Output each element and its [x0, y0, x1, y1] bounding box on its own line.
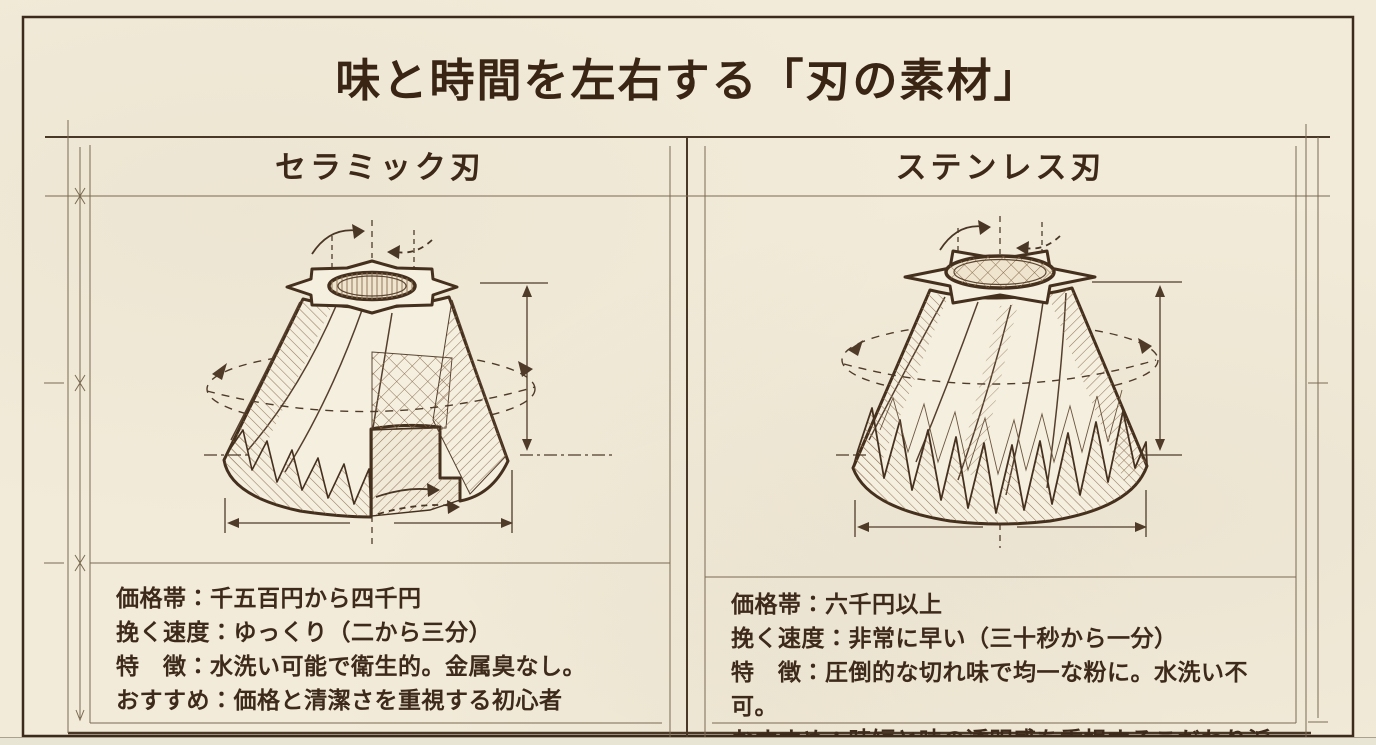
spec-line-price: 価格帯：千五百円から四千円 — [116, 586, 422, 611]
stainless-inner-teeth — [879, 389, 1123, 476]
spec-line-price: 価格帯：六千円以上 — [731, 592, 943, 617]
rotation-arrowhead-icon — [352, 224, 365, 239]
spec-line-speed: 挽く速度：非常に早い（三十秒から一分） — [731, 626, 1178, 651]
ceramic-hole-hatch — [329, 272, 415, 300]
ceramic-rotation-front-arc — [206, 386, 536, 413]
ceramic-dimension-lines — [204, 282, 612, 533]
rotation-arrowhead-icon — [1138, 338, 1152, 354]
dimension-arrowhead-icon — [501, 518, 513, 528]
rotation-arrowhead-icon — [387, 245, 400, 259]
rotation-arrowhead-icon — [427, 483, 440, 497]
frame-lines — [21, 15, 1355, 745]
page-title: 味と時間を左右する「刃の素材」 — [335, 56, 1041, 106]
stainless-rotation-front-arc — [843, 359, 1157, 385]
dimension-arrowhead-icon — [522, 439, 532, 451]
dimension-arrowhead-icon — [522, 285, 532, 297]
rotation-arrowhead-icon — [1016, 241, 1029, 255]
rotation-arrowhead-icon — [447, 500, 460, 514]
spec-line-recommendation: おすすめ：価格と清潔さを重視する初心者 — [116, 688, 563, 713]
rotation-arrowhead-icon — [518, 361, 533, 377]
column-header-stainless: ステンレス刃 — [895, 150, 1106, 185]
dimension-arrowhead-icon — [1135, 522, 1147, 532]
dimension-arrowhead-icon — [1155, 285, 1165, 297]
rotation-arrowhead-icon — [848, 340, 863, 356]
spec-line-speed: 挽く速度：ゆっくり（二から三分） — [116, 620, 492, 645]
ceramic-rotation-guides — [206, 220, 536, 545]
stainless-hole-rim — [953, 258, 1047, 286]
dimension-arrowhead-icon — [857, 522, 869, 532]
rotation-arrowhead-icon — [978, 220, 991, 235]
ceramic-serrations — [223, 429, 372, 518]
paper-edge — [0, 737, 1376, 745]
ceramic-hatch-left — [224, 299, 331, 474]
spec-line-features: 特 徴：水洗い可能で衛生的。金属臭なし。 — [116, 654, 586, 679]
ceramic-spec-list: 価格帯：千五百円から四千円 挽く速度：ゆっくり（二から三分） 特 徴：水洗い可能… — [116, 582, 661, 718]
stainless-spec-list: 価格帯：六千円以上 挽く速度：非常に早い（三十秒から一分） 特 徴：圧倒的な切れ… — [731, 588, 1291, 745]
stainless-teeth-band — [852, 407, 1148, 525]
stainless-hatch-center — [958, 304, 1018, 478]
column-header-ceramic: セラミック刃 — [275, 150, 485, 185]
stainless-burr-drawing — [836, 216, 1182, 548]
dimension-arrowhead-icon — [227, 518, 239, 528]
ceramic-hole-rim — [337, 275, 407, 297]
spec-line-features: 特 徴：圧倒的な切れ味で均一な粉に。水洗い不可。 — [731, 660, 1248, 719]
rotation-arrowhead-icon — [212, 363, 227, 380]
stainless-hole-hatch — [946, 256, 1054, 288]
dimension-arrowhead-icon — [1155, 439, 1165, 451]
ceramic-hatch-right-flute — [432, 299, 507, 495]
stainless-dimension-lines — [836, 281, 1182, 537]
ceramic-cutaway-face — [371, 426, 461, 517]
ceramic-burr-drawing — [204, 220, 612, 545]
